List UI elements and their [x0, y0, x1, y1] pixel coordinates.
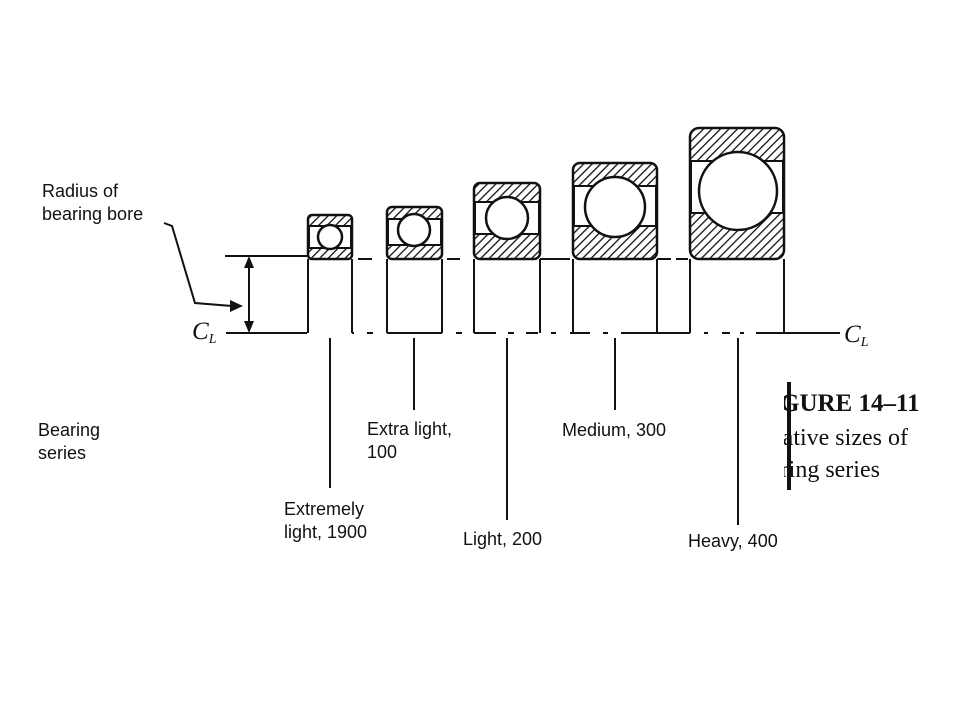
caption-line-3: aring series	[784, 457, 880, 483]
caption-line-2: lative sizes of	[784, 425, 908, 451]
series-label-light: Light, 200	[463, 529, 543, 549]
centerline-label-left: CL	[192, 318, 217, 347]
centerline-label-right: CL	[844, 321, 869, 350]
series-label-heavy: Heavy, 400	[688, 531, 778, 551]
bearing-heavy	[688, 126, 786, 333]
bore-leader	[163, 222, 243, 312]
bearing-series-label: Bearing series	[38, 420, 101, 463]
series-leaders	[329, 338, 739, 525]
caption-edge-bar	[787, 382, 791, 490]
bearing-extra-light	[385, 205, 444, 333]
series-label-extra-light: Extra light, 100	[367, 419, 453, 462]
bearing-extremely-light	[306, 213, 354, 333]
figure-caption: GURE 14–11 lative sizes of aring series	[784, 382, 960, 502]
bearing-medium	[571, 161, 659, 333]
series-label-extremely-light: Extremely light, 1900	[284, 499, 368, 542]
series-label-medium: Medium, 300	[562, 420, 667, 440]
bore-radius-label: Radius of bearing bore	[42, 181, 144, 224]
radius-dimension	[244, 256, 254, 333]
caption-figure-number: GURE 14–11	[784, 390, 920, 417]
bore-line	[225, 255, 688, 260]
bearing-light	[472, 181, 542, 333]
